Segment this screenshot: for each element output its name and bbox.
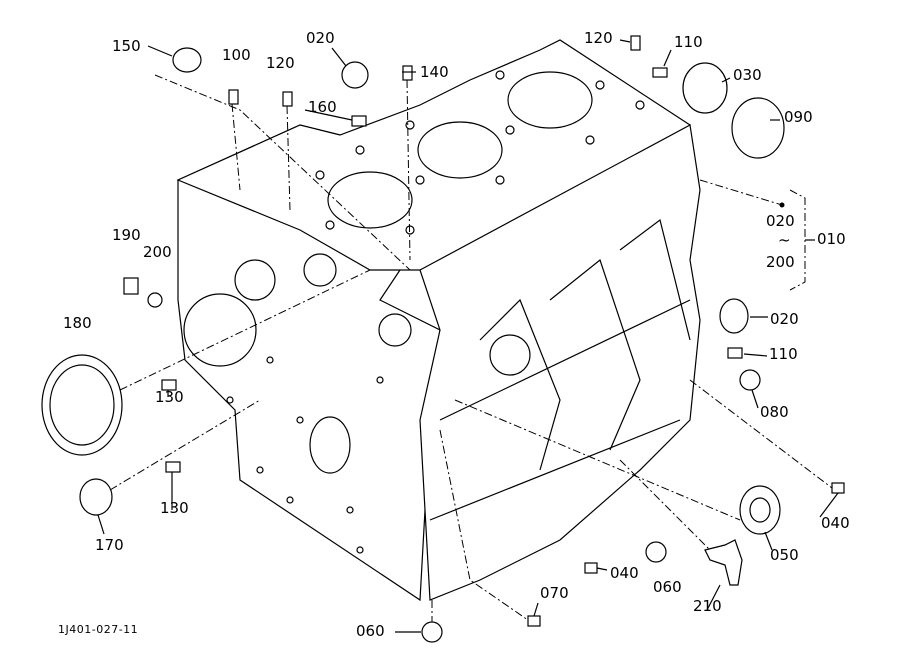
callout-020: 020 (306, 29, 335, 47)
callout-060: 060 (653, 578, 682, 596)
front-hole (303, 253, 337, 287)
callout-170: 170 (95, 536, 124, 554)
callout-110: 110 (769, 345, 798, 363)
callout-040: 040 (610, 564, 639, 582)
callout-190: 190 (112, 226, 141, 244)
callout-060: 060 (356, 622, 385, 640)
callout-080: 080 (760, 403, 789, 421)
cylinder-bore-3 (507, 71, 593, 129)
side-ribs (429, 218, 691, 521)
cylinder-bore-1 (327, 171, 413, 229)
cylinder-bore-2 (417, 121, 503, 179)
front-bore (183, 293, 257, 367)
callout-130: 130 (160, 499, 189, 517)
parts (41, 35, 845, 643)
group-range-tilde: ~ (778, 231, 791, 249)
front-hole (234, 259, 276, 301)
callout-050: 050 (770, 546, 799, 564)
callout-020: 020 (770, 310, 799, 328)
front-small-holes (226, 356, 384, 554)
front-hole (378, 313, 412, 347)
callout-120: 120 (266, 54, 295, 72)
callout-070: 070 (540, 584, 569, 602)
callout-210: 210 (693, 597, 722, 615)
deck-holes (315, 70, 645, 235)
callout-140: 140 (420, 63, 449, 81)
leader-lines (97, 39, 839, 633)
front-hole (309, 416, 351, 474)
callout-120: 120 (584, 29, 613, 47)
callout-010: 010 (817, 230, 846, 248)
callout-150: 150 (112, 37, 141, 55)
callout-090: 090 (784, 108, 813, 126)
diagram-code: 1J401-027-11 (58, 623, 139, 636)
callout-040: 040 (821, 514, 850, 532)
group-range-end: 200 (766, 253, 795, 271)
callout-160: 160 (308, 98, 337, 116)
group-range-start: 020 (766, 212, 795, 230)
callout-030: 030 (733, 66, 762, 84)
callout-110: 110 (674, 33, 703, 51)
callout-200: 200 (143, 243, 172, 261)
callout-130: 130 (155, 388, 184, 406)
callout-180: 180 (63, 314, 92, 332)
callout-100: 100 (222, 46, 251, 64)
